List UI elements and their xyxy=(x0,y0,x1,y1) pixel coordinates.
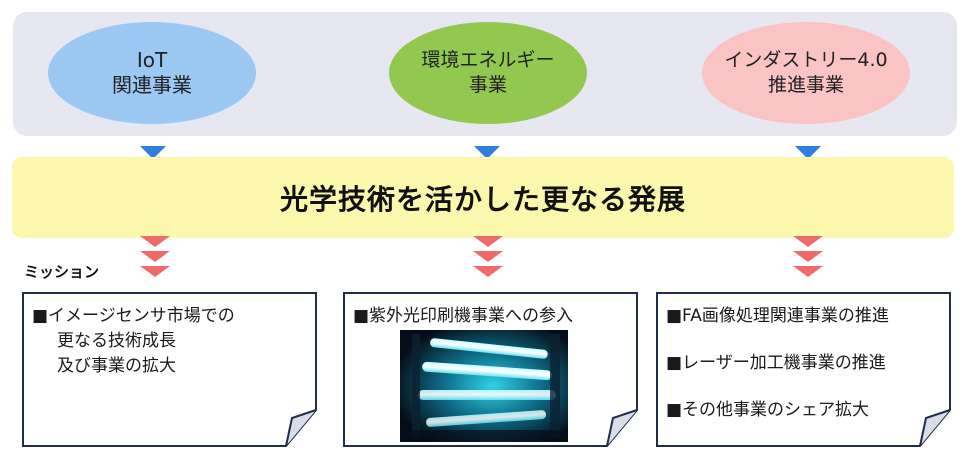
ellipse-line: 環境エネルギー xyxy=(421,49,555,71)
chevron-down-icon xyxy=(473,251,503,262)
down-arrow-icon xyxy=(795,146,821,159)
ellipse-line: 事業 xyxy=(468,74,507,96)
mission-card-uv-printing: ■紫外光印刷機事業への参入 xyxy=(343,292,643,447)
card-line: ■レーザー加工機事業の推進 xyxy=(666,353,886,373)
chevron-down-icon xyxy=(140,266,170,277)
industry-40-ellipse: インダストリー4.0 推進事業 xyxy=(702,22,910,124)
ellipse-line: インダストリー4.0 xyxy=(724,49,888,71)
card-line: 更なる技術成長 xyxy=(57,331,176,351)
uv-lamp-photo xyxy=(400,330,568,442)
ellipse-line: 関連事業 xyxy=(112,73,192,97)
card-line: ■その他事業のシェア拡大 xyxy=(666,400,870,420)
iot-business-ellipse: IoT 関連事業 xyxy=(48,22,256,124)
banner-title: 光学技術を活かした更なる発展 xyxy=(279,182,686,216)
chevron-down-icon xyxy=(473,236,503,247)
down-arrow-icon xyxy=(474,146,500,159)
card-line: ■イメージセンサ市場での xyxy=(32,306,235,326)
chevron-down-icon xyxy=(140,251,170,262)
chevron-down-icon xyxy=(793,251,823,262)
chevron-down-icon xyxy=(473,266,503,277)
mission-card-image-sensor: ■イメージセンサ市場での 更なる技術成長 及び事業の拡大 xyxy=(22,292,322,447)
mission-card-fa-laser: ■FA画像処理関連事業の推進 ■レーザー加工機事業の推進 ■その他事業のシェア拡… xyxy=(656,292,956,447)
note-frame xyxy=(22,292,317,447)
note-frame xyxy=(656,292,951,447)
ellipse-line: IoT xyxy=(136,48,168,72)
down-arrow-icon xyxy=(140,146,166,159)
chevron-down-icon xyxy=(793,266,823,277)
chevron-down-icon xyxy=(793,236,823,247)
card-line: 及び事業の拡大 xyxy=(57,356,176,376)
card-line: ■FA画像処理関連事業の推進 xyxy=(666,306,889,326)
card-line: ■紫外光印刷機事業への参入 xyxy=(353,306,574,326)
development-banner: 光学技術を活かした更なる発展 xyxy=(12,157,954,238)
environment-energy-ellipse: 環境エネルギー 事業 xyxy=(389,22,587,124)
ellipse-line: 推進事業 xyxy=(767,74,844,96)
mission-label: ミッション xyxy=(24,263,100,281)
chevron-down-icon xyxy=(140,236,170,247)
